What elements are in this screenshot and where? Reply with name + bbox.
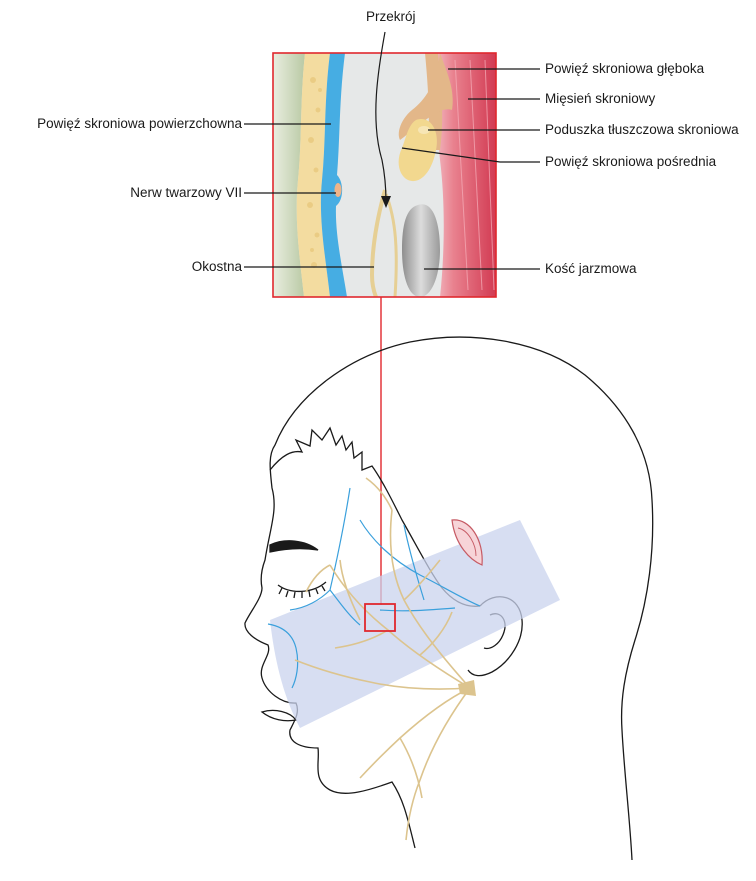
label-deep-temporal-fascia: Powięź skroniowa głęboka [545,61,704,77]
label-temporal-fat-pad: Poduszka tłuszczowa skroniowa [545,122,739,138]
label-superficial-temporal-fascia: Powięź skroniowa powierzchowna [37,116,242,132]
danger-zone-band [270,520,560,728]
label-intermediate-temporal-fascia: Powięź skroniowa pośrednia [545,154,716,170]
label-zygomatic-bone: Kość jarzmowa [545,261,637,277]
label-facial-nerve: Nerw twarzowy VII [130,185,242,201]
label-temporal-muscle: Mięsień skroniowy [545,91,655,107]
label-periosteum: Okostna [192,259,242,275]
cross-section-title: Przekrój [366,9,416,25]
